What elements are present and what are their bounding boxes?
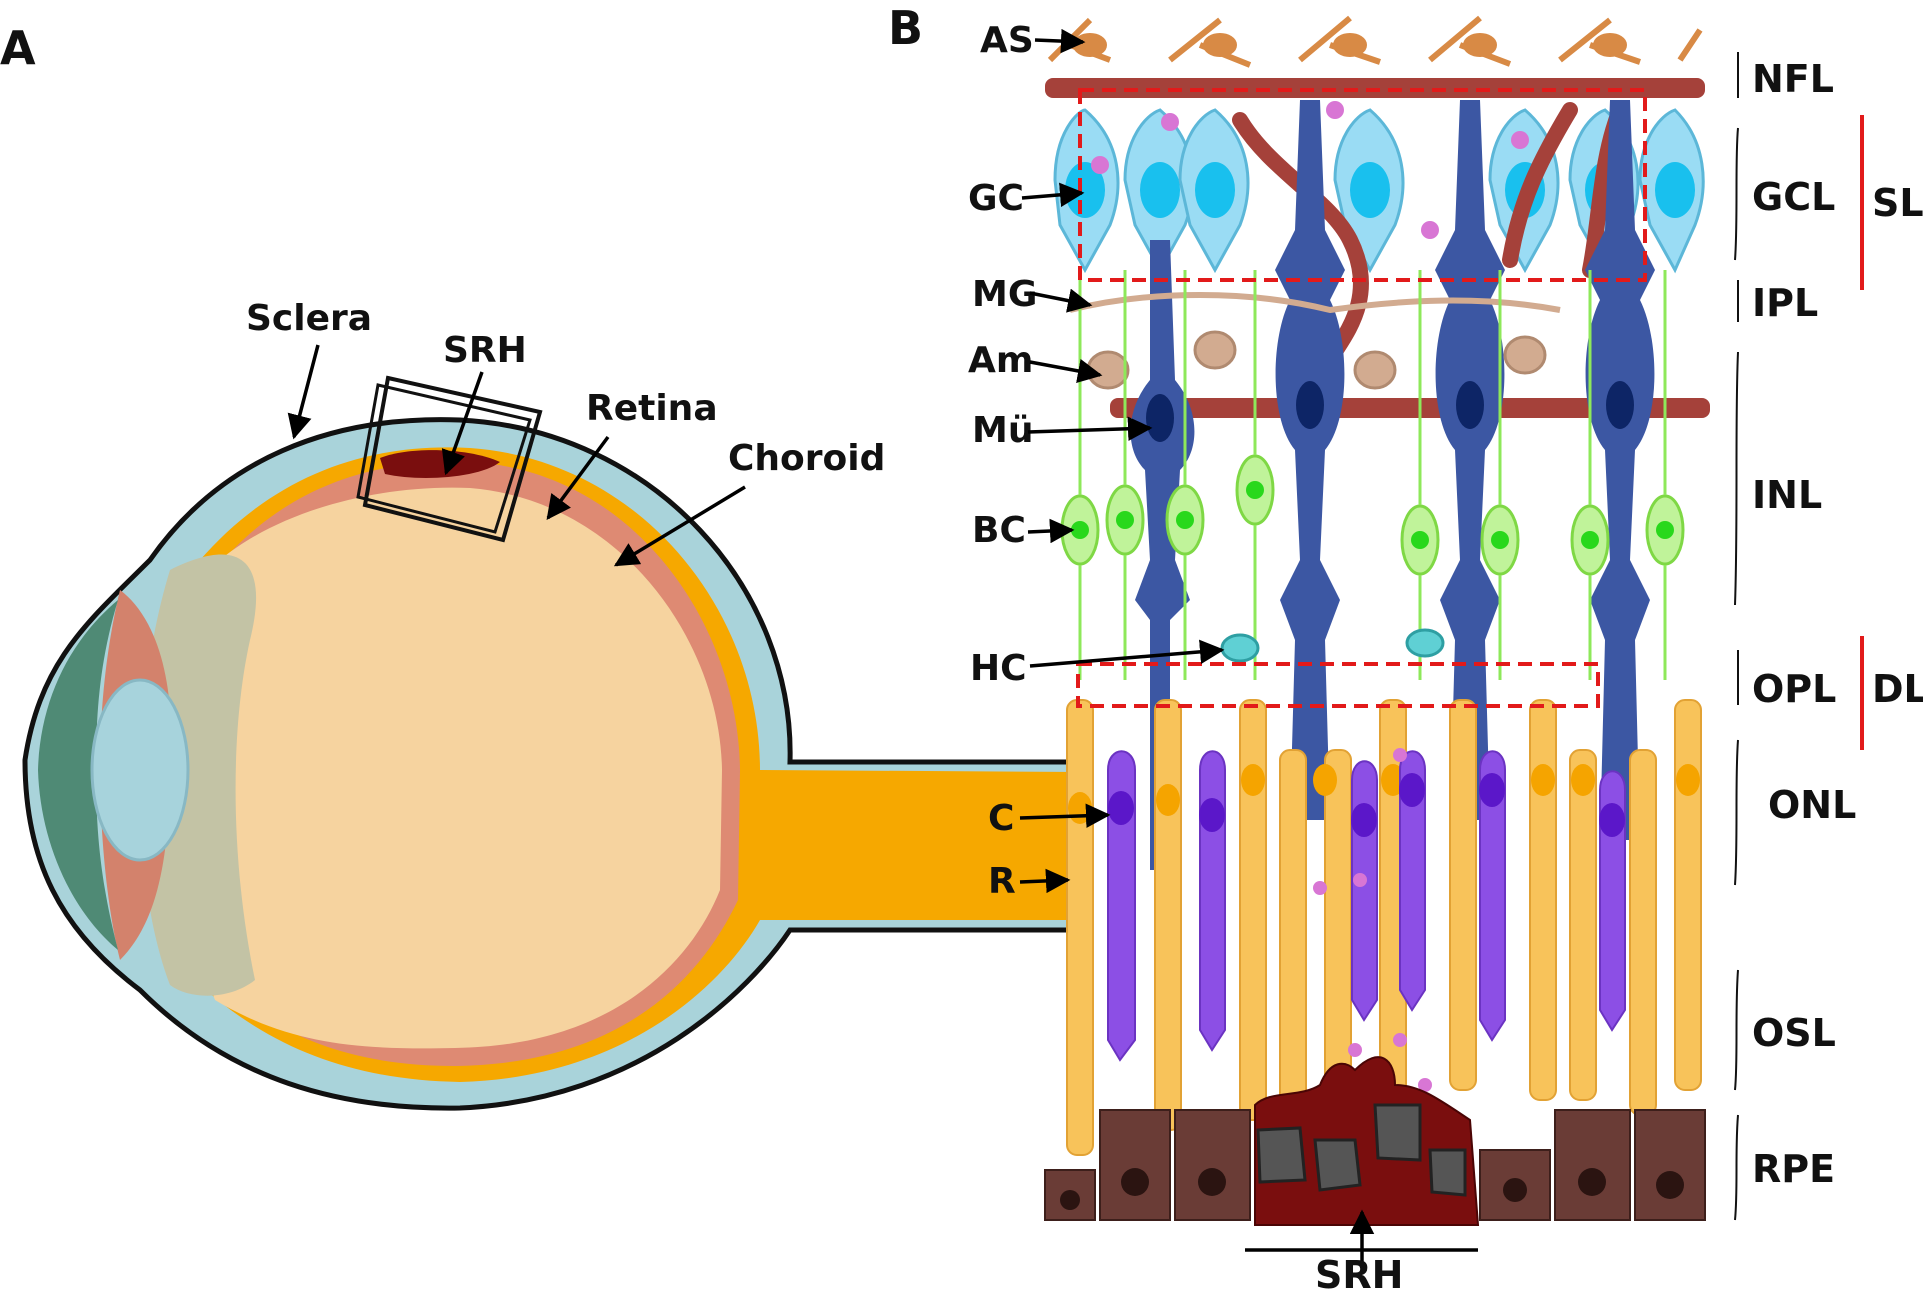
srh-blood: [380, 450, 500, 478]
cornea: [38, 600, 118, 950]
zoom-box-2: [356, 383, 532, 534]
layer-nfl: NFL: [1752, 57, 1834, 101]
arrow-srh-a: [441, 371, 484, 476]
label-mg: MG: [972, 274, 1037, 315]
inl-vessel: [1110, 398, 1710, 418]
srh-macrophages: [1256, 1103, 1467, 1197]
layer-onl: ONL: [1768, 783, 1856, 827]
arrow-am: [1029, 358, 1103, 384]
zoom-box: [362, 375, 543, 543]
eye-diagram: [22, 375, 1083, 1111]
group-dl: DL: [1872, 667, 1923, 711]
microglia: [1091, 101, 1529, 1092]
layer-rpe: RPE: [1752, 1147, 1835, 1191]
rpe-nuclei: [1060, 1168, 1684, 1210]
arrow-mu: [1027, 416, 1153, 441]
arrow-as: [1034, 28, 1086, 54]
label-hc: HC: [970, 648, 1027, 689]
label-mu: Mü: [972, 410, 1033, 451]
layer-opl: OPL: [1752, 667, 1836, 711]
srh-clot: [1254, 1056, 1480, 1226]
group-sl: SL: [1872, 181, 1923, 225]
arrow-choroid: [613, 485, 746, 567]
layer-gcl: GCL: [1752, 175, 1835, 219]
layer-osl: OSL: [1752, 1011, 1836, 1055]
panel-a-letter: A: [0, 21, 36, 75]
label-srh-b: SRH: [1315, 1253, 1403, 1292]
arrow-hc: [1029, 639, 1225, 668]
amacrine-processes: [1069, 292, 1561, 314]
arrow-bc: [1027, 518, 1075, 544]
rods: [1066, 699, 1702, 1156]
label-srh-a: SRH: [443, 330, 527, 371]
arrow-retina: [546, 435, 610, 520]
label-am: Am: [968, 340, 1033, 381]
arrow-gc: [1021, 182, 1085, 208]
arrow-c: [1019, 803, 1111, 828]
lens: [90, 678, 190, 862]
muller-nuclei: [1146, 381, 1634, 442]
retina-layers-diagram: [1044, 15, 1710, 1226]
label-r: R: [988, 861, 1016, 902]
arrow-r: [1019, 868, 1071, 894]
layer-inl: INL: [1752, 473, 1822, 517]
astrocytes: [1047, 15, 1703, 68]
dl-box: [1076, 662, 1600, 708]
cone-nuclei: [1108, 773, 1625, 837]
label-bc: BC: [972, 510, 1026, 551]
label-gc: GC: [968, 178, 1024, 219]
vitreous: [174, 487, 723, 1049]
optic-nerve: [740, 790, 1080, 900]
label-retina: Retina: [586, 388, 718, 429]
arrow-sclera: [287, 344, 320, 440]
label-choroid: Choroid: [728, 438, 885, 479]
layer-ipl: IPL: [1752, 281, 1818, 325]
ciliary-body: [140, 554, 257, 996]
panel-b-letter: B: [888, 1, 923, 55]
rod-nuclei: [1068, 764, 1700, 824]
label-as: AS: [980, 20, 1034, 61]
label-sclera: Sclera: [246, 298, 372, 339]
arrow-mg: [1029, 288, 1093, 313]
label-c: C: [988, 798, 1014, 839]
bipolar-nuclei: [1071, 481, 1674, 549]
layer-brackets: [1734, 52, 1739, 1221]
rpe-cells: [1044, 1109, 1706, 1221]
